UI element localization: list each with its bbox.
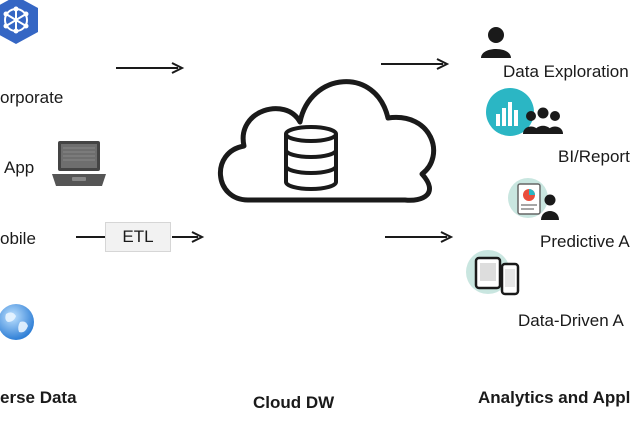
- arrow-mobile-to-etl: [76, 230, 106, 244]
- arrow-cloud-to-exploration: [381, 57, 451, 71]
- laptop-icon: [50, 138, 108, 190]
- arrow-etl-to-cloud: [172, 230, 205, 244]
- output-bi-label: BI/Report: [558, 147, 630, 166]
- hexagon-network-icon: [0, 0, 44, 48]
- output-predictive-label: Predictive A: [540, 232, 630, 251]
- pie-document-user-icon: [506, 176, 564, 222]
- outputs-footer-label: Analytics and Appl: [478, 388, 631, 407]
- person-icon: [478, 24, 514, 60]
- bar-chart-users-icon: [484, 86, 564, 138]
- output-exploration-label: Data Exploration: [503, 62, 629, 81]
- globe-icon: [0, 300, 38, 344]
- arrow-corporate-to-cloud: [116, 61, 186, 75]
- warehouse-footer-label: Cloud DW: [253, 393, 335, 412]
- etl-box: ETL: [105, 222, 171, 252]
- output-driven-label: Data-Driven A: [518, 311, 624, 330]
- sources-footer-label: erse Data: [0, 388, 77, 407]
- source-corporate-label: orporate: [0, 88, 64, 107]
- arrow-cloud-to-predictive: [385, 230, 455, 244]
- tablet-phone-icon: [464, 248, 526, 300]
- cloud-database-icon: [200, 52, 450, 222]
- etl-label: ETL: [122, 227, 154, 246]
- source-app-label: App: [4, 158, 35, 177]
- source-mobile-label: obile: [0, 229, 36, 248]
